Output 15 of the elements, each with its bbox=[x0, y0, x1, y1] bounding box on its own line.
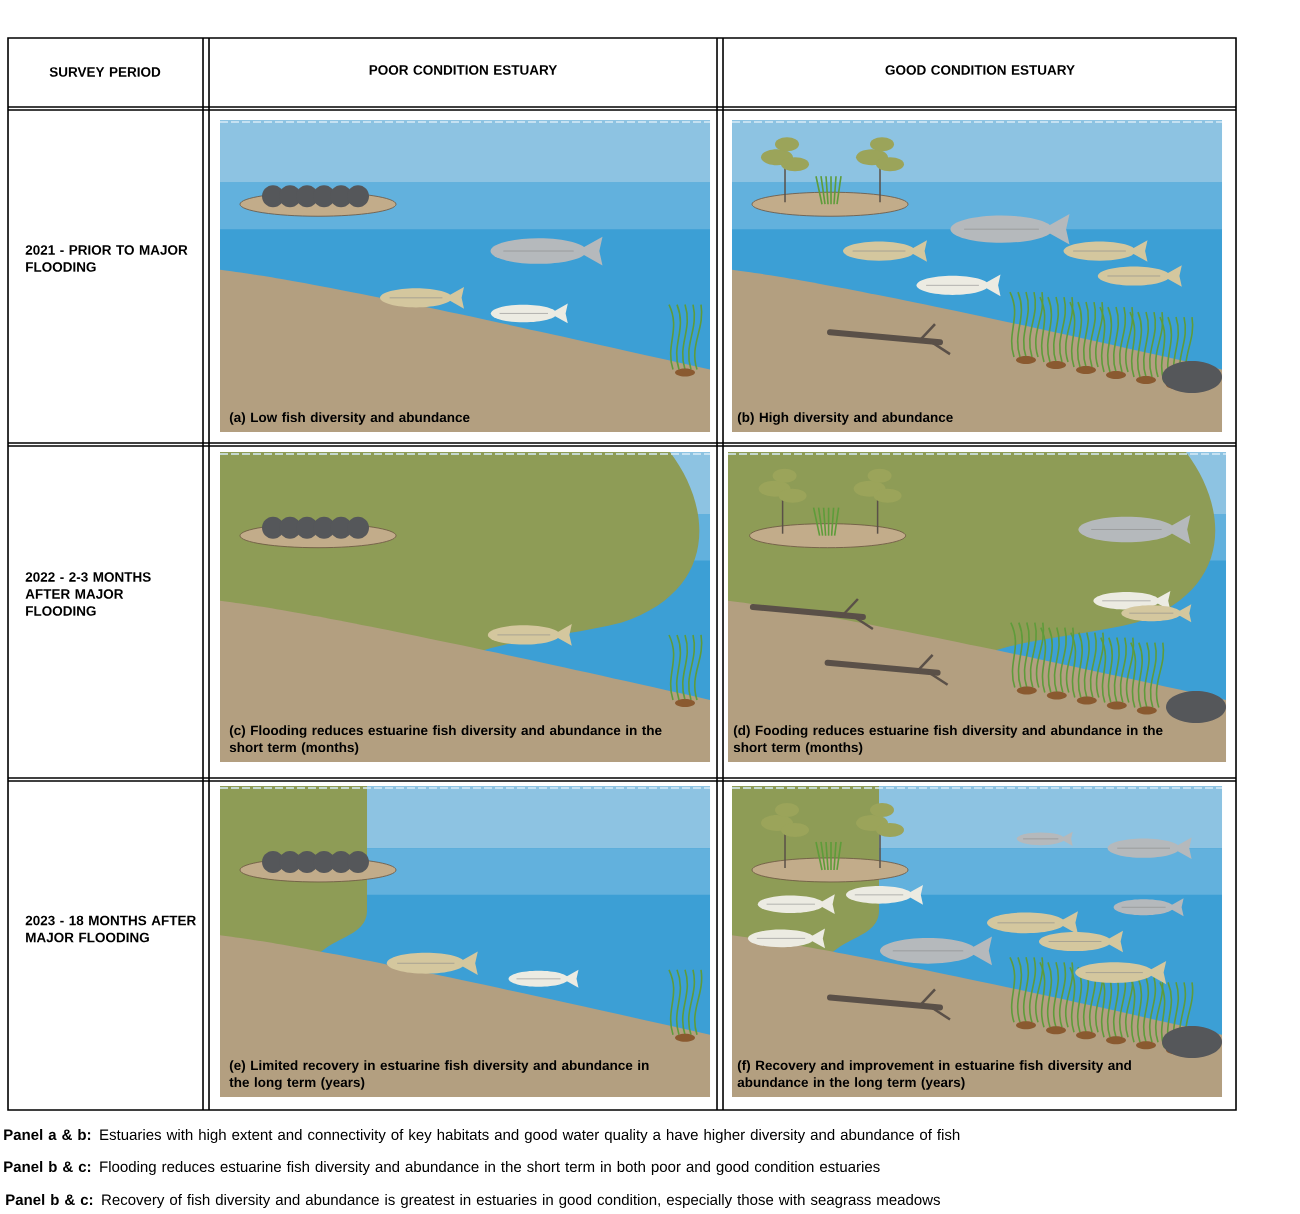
footnote: Panel b & c: Flooding reduces estuarine fish diversity and abundance in the short term in both poor and good condition estuaries bbox=[4, 1161, 880, 1175]
row-header: 2023 - 18 MONTHS AFTER MAJOR FLOODING bbox=[25, 915, 196, 943]
footnote: Panel a & b: Estuaries with high extent and connectivity of key habitats and good water quality a have higher diversity and abundance of fish bbox=[4, 1129, 960, 1143]
footnote: Panel b & c: Recovery of fish diversity and abundance is greatest in estuaries in good condition, especially those with seagrass meadows bbox=[6, 1194, 940, 1208]
column-header: SURVEY PERIOD bbox=[49, 67, 161, 77]
row-header: 2021 - PRIOR TO MAJOR FLOODING bbox=[25, 245, 188, 272]
panel-caption: (a) Low fish diversity and abundance bbox=[229, 412, 470, 425]
panel-caption: (e) Limited recovery in estuarine fish diversity and abundance in the long term (years) bbox=[229, 1060, 649, 1090]
column-header: POOR CONDITION ESTUARY bbox=[369, 65, 558, 75]
panel-caption: (b) High diversity and abundance bbox=[737, 412, 953, 425]
panel-caption: (d) Fooding reduces estuarine fish diversity and abundance in the short term (months) bbox=[733, 725, 1163, 755]
panel-caption: (f) Recovery and improvement in estuarine fish diversity and abundance in the long term (years) bbox=[737, 1060, 1131, 1090]
column-header: GOOD CONDITION ESTUARY bbox=[885, 65, 1075, 75]
row-header: 2022 - 2-3 MONTHS AFTER MAJOR FLOODING bbox=[25, 572, 151, 616]
panel-caption: (c) Flooding reduces estuarine fish diversity and abundance in the short term (months) bbox=[229, 725, 662, 755]
